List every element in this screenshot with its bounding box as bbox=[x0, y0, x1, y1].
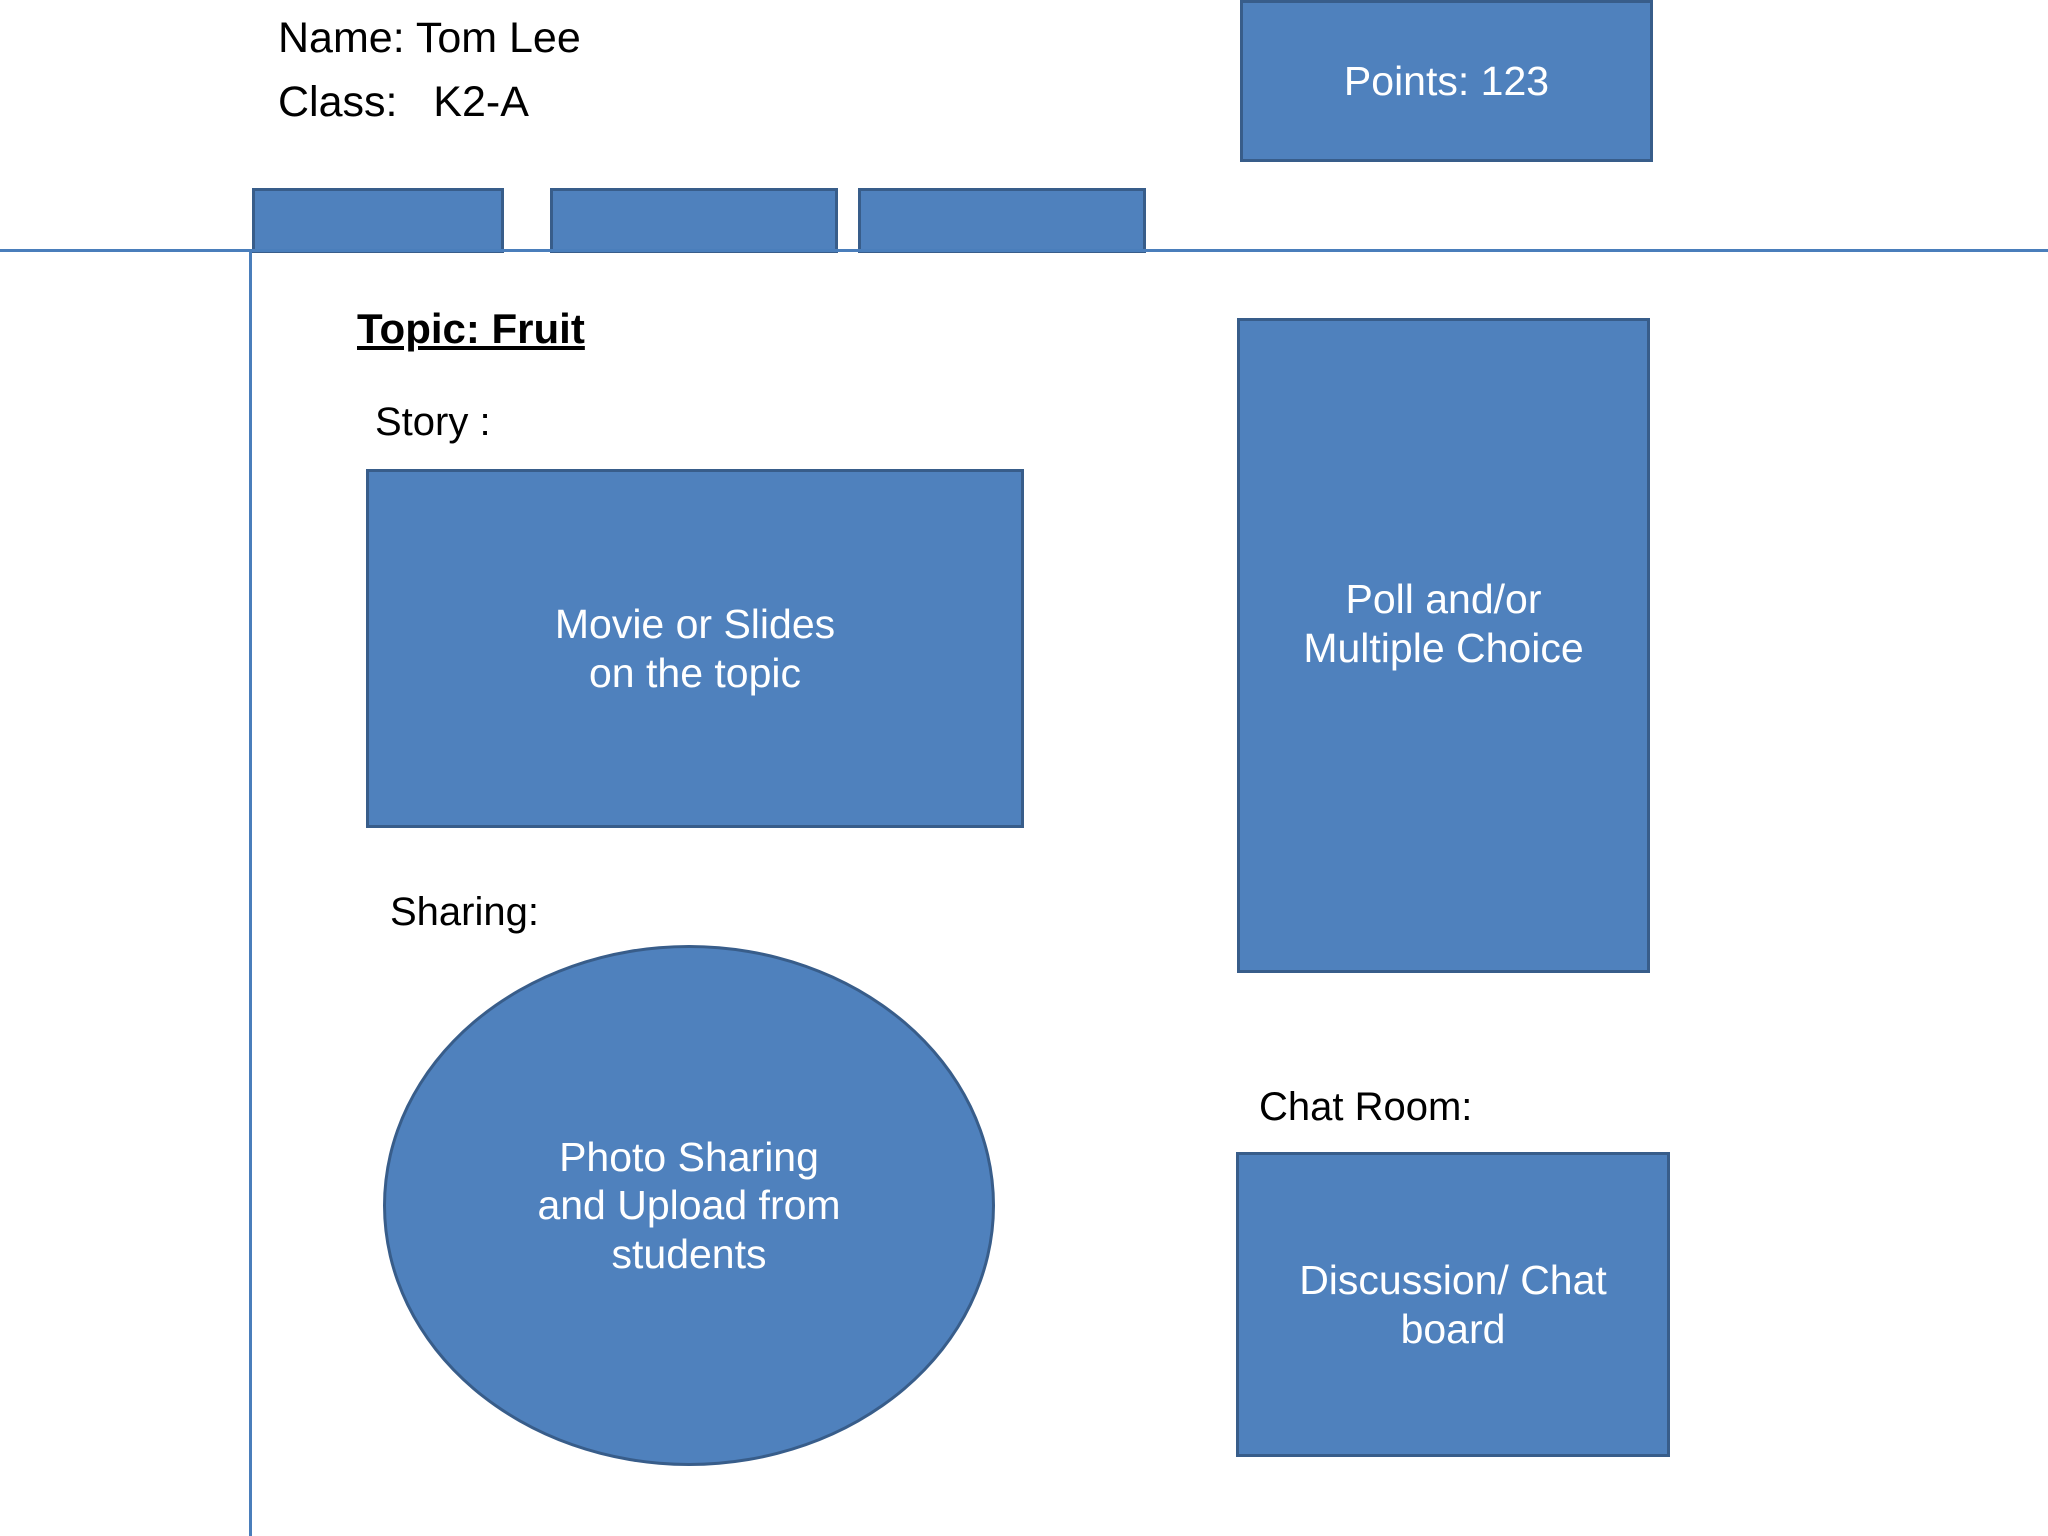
photo-sharing-panel[interactable]: Photo Sharing and Upload from students bbox=[383, 945, 995, 1466]
student-class-line: Class: K2-A bbox=[278, 78, 529, 126]
chat-board-panel[interactable]: Discussion/ Chat board bbox=[1236, 1152, 1670, 1457]
nav-tab-2[interactable] bbox=[550, 188, 838, 253]
poll-panel-label: Poll and/or Multiple Choice bbox=[1303, 576, 1584, 671]
nav-tab-1[interactable] bbox=[252, 188, 504, 253]
sharing-section-label: Sharing: bbox=[390, 890, 539, 934]
vertical-divider bbox=[249, 249, 252, 1536]
points-badge-label: Points: 123 bbox=[1343, 57, 1550, 104]
student-name-line: Name: Tom Lee bbox=[278, 14, 581, 62]
chat-board-panel-label: Discussion/ Chat board bbox=[1299, 1257, 1607, 1352]
horizontal-divider bbox=[0, 249, 2048, 252]
chat-room-section-label: Chat Room: bbox=[1259, 1085, 1473, 1129]
poll-panel[interactable]: Poll and/or Multiple Choice bbox=[1237, 318, 1650, 973]
nav-tab-3[interactable] bbox=[858, 188, 1146, 253]
topic-heading: Topic: Fruit bbox=[357, 305, 585, 352]
photo-sharing-panel-label: Photo Sharing and Upload from students bbox=[537, 1133, 841, 1277]
points-badge[interactable]: Points: 123 bbox=[1240, 0, 1653, 162]
story-section-label: Story : bbox=[375, 400, 491, 444]
story-media-panel-label: Movie or Slides on the topic bbox=[554, 601, 836, 696]
story-media-panel[interactable]: Movie or Slides on the topic bbox=[366, 469, 1024, 828]
